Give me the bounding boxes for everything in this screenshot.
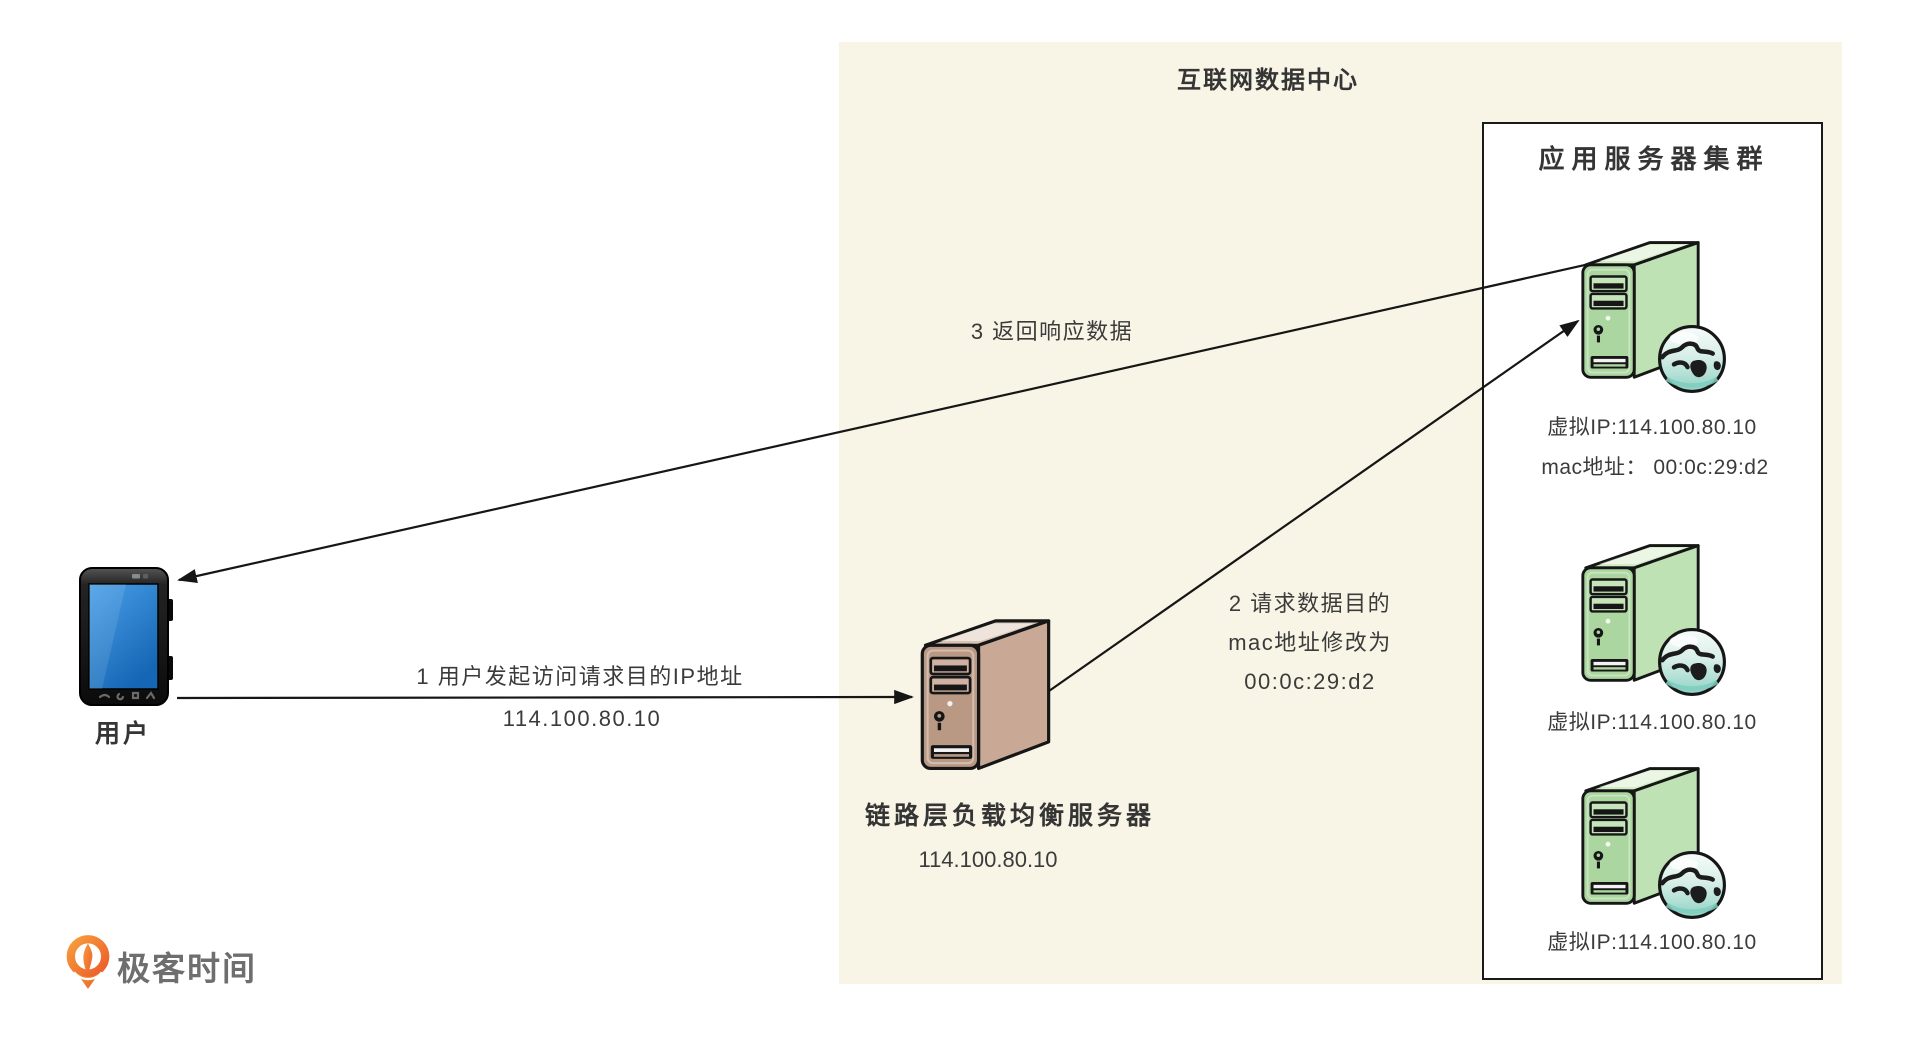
user-label: 用户 xyxy=(94,720,152,748)
server1-mac-label: mac地址： 00:0c:29:d2 xyxy=(1541,456,1769,479)
load-balancer-ip: 114.100.80.10 xyxy=(918,847,1058,872)
server2-virtual-ip-label: 虚拟IP:114.100.80.10 xyxy=(1547,711,1757,734)
geektime-logo-text: 极客时间 xyxy=(117,950,257,987)
flow1-label-line1: 1 用户发起访问请求目的IP地址 xyxy=(416,664,744,689)
app-server-3-icon xyxy=(1581,767,1728,925)
arrow-1-user-to-lb xyxy=(176,689,914,705)
server1-virtual-ip-label: 虚拟IP:114.100.80.10 xyxy=(1547,416,1757,439)
app-server-1-icon xyxy=(1581,241,1728,399)
flow3-label: 3 返回响应数据 xyxy=(970,319,1134,344)
user-tablet-icon xyxy=(78,566,174,708)
app-server-2-icon xyxy=(1581,544,1728,702)
idc-title: 互联网数据中心 xyxy=(1177,67,1359,94)
server3-virtual-ip-label: 虚拟IP:114.100.80.10 xyxy=(1547,931,1757,954)
geektime-logo-icon xyxy=(62,932,114,992)
load-balancer-icon xyxy=(920,619,1051,771)
flow1-label-line2: 114.100.80.10 xyxy=(502,706,662,731)
globe-icon xyxy=(1660,853,1725,918)
globe-icon xyxy=(1660,327,1725,392)
globe-icon xyxy=(1660,630,1725,695)
flow2-label-line1: 2 请求数据目的 xyxy=(1228,591,1392,616)
flow2-label-line2: mac地址修改为 xyxy=(1228,630,1392,655)
load-balancer-name: 链路层负载均衡服务器 xyxy=(864,802,1156,830)
flow2-label-line3: 00:0c:29:d2 xyxy=(1244,669,1376,694)
cluster-title: 应用服务器集群 xyxy=(1538,144,1770,174)
flow2-label: 2 请求数据目的 mac地址修改为 00:0c:29:d2 xyxy=(1228,584,1392,701)
